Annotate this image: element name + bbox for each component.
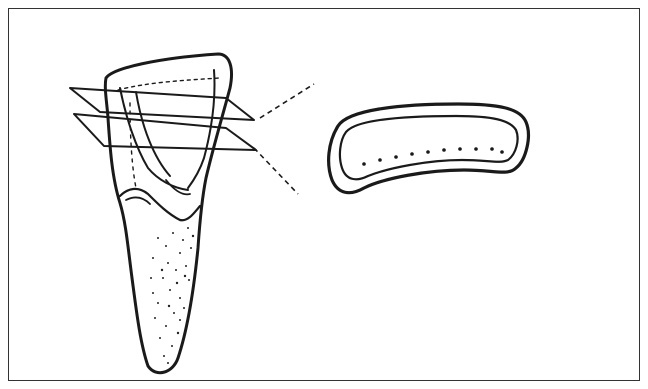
tooth-diagram bbox=[8, 8, 640, 381]
figure-frame bbox=[8, 8, 640, 381]
figure-border bbox=[9, 9, 640, 381]
